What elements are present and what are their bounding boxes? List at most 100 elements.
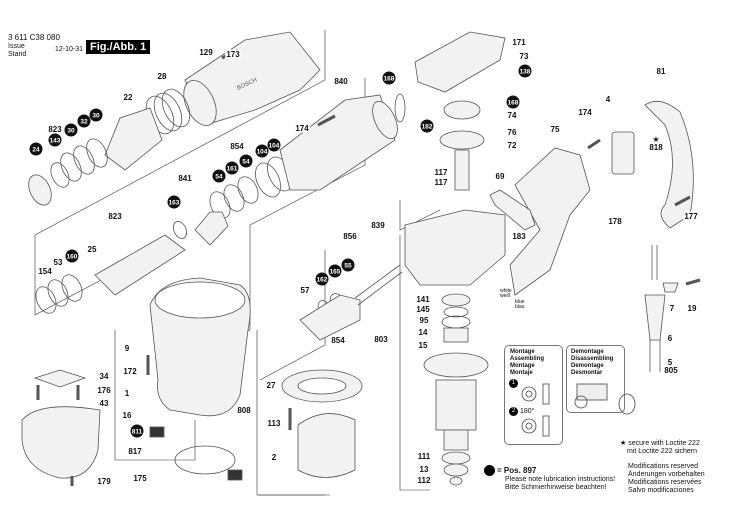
part-number-text: 182 [422, 123, 433, 130]
part-number-text: 171 [512, 38, 526, 47]
lubrication-marker [518, 64, 532, 78]
part-label-808: 808 [236, 405, 252, 415]
lubrication-marker [212, 169, 226, 183]
part-label-25: 25 [86, 244, 98, 254]
part-label-177: 177 [683, 211, 699, 221]
lubrication-marker [89, 108, 103, 122]
demontage-heading: Demontage Disassembling Demontage Desmon… [571, 349, 613, 377]
loctite-note: ★ secure with Loctite 222 mit Loctite 22… [620, 440, 700, 456]
wire-white-en: white [500, 288, 512, 294]
part-label-15: 15 [417, 340, 429, 350]
part-label-811: 811 [130, 424, 144, 438]
part-number-text: 856 [343, 232, 357, 241]
part-label-28: 28 [156, 71, 168, 81]
part-labels: 1731292822823143303230248401748541041045… [29, 37, 699, 486]
part-label-112: 112 [416, 475, 432, 485]
part-number-text: 817 [128, 447, 142, 456]
part-label-30: 30 [64, 123, 78, 137]
part-number-text: 34 [100, 372, 109, 381]
part-label-823: 823 [107, 211, 123, 221]
brush-holder-16 [174, 445, 236, 475]
power-cord [644, 245, 679, 372]
clip-69 [489, 189, 536, 231]
part-label-841: 841 [177, 173, 193, 183]
part-label-839: 839 [370, 220, 386, 230]
part-number-text: 811 [132, 428, 143, 435]
gear-housing-839 [404, 209, 506, 286]
motor-housing-1 [149, 277, 251, 417]
part-label-817: 817 [127, 446, 143, 456]
part-number-text: 111 [418, 452, 431, 461]
part-label-168: 168 [382, 71, 396, 85]
loctite-en: secure with Loctite 222 [628, 440, 700, 447]
lubrication-marker [167, 195, 181, 209]
part-label-54: 54 [212, 169, 226, 183]
part-number-text: 808 [237, 406, 251, 415]
part-number-text: 15 [419, 341, 428, 350]
part-label-805: 805 [663, 365, 679, 375]
part-number-text: 117 [435, 178, 448, 187]
part-number-text: 141 [416, 295, 430, 304]
star-icon: ★ [620, 440, 627, 447]
part-number-text: 113 [268, 419, 281, 428]
part-number-text: 175 [133, 474, 147, 483]
part-label-141: 141 [415, 294, 431, 304]
part-label-27: 27 [265, 380, 277, 390]
part-number-text: 69 [496, 172, 505, 181]
issue-label: Issue [8, 43, 25, 50]
lubrication-marker [130, 424, 144, 438]
part-number-text: 27 [267, 381, 276, 390]
wire-blue-en: blue [515, 299, 525, 305]
part-label-55: 55 [341, 258, 355, 272]
montage-line: Montage [510, 363, 535, 369]
part-number-text: 179 [97, 477, 111, 486]
lubrication-marker [255, 144, 269, 158]
part-label-43: 43 [98, 398, 110, 408]
lubrication-marker [341, 258, 355, 272]
part-label-117: 117 [433, 167, 449, 177]
part-label-53: 53 [52, 257, 64, 267]
part-number-text: 168 [508, 99, 519, 106]
piston-856 [299, 264, 403, 341]
part-number-text: 138 [520, 68, 531, 75]
lubrication-marker [239, 154, 253, 168]
lube-de: Bitte Schmierhinweise beachten! [505, 484, 607, 491]
lubrication-marker [328, 264, 342, 278]
star-icon: ★ [652, 135, 659, 144]
part-number-text: 174 [295, 124, 309, 133]
rings [35, 138, 347, 320]
part-label-854: 854 [229, 141, 245, 151]
part-number-text: 2 [272, 453, 277, 462]
tool-holder-129: BOSCH [183, 31, 321, 126]
part-number-text: 823 [108, 212, 122, 221]
field-2 [297, 413, 356, 478]
part-label-162: 162 [315, 272, 329, 286]
part-label-165: 165 [328, 264, 342, 278]
step-1-badge: 1 [509, 379, 518, 388]
part-number-text: 30 [92, 112, 100, 119]
montage-line: Montage [510, 349, 535, 355]
part-label-4: 4 [605, 94, 611, 104]
lubrication-marker [65, 249, 79, 263]
assembly-instructions-box: Montage Assembling Montage Montaje 1 2 1… [504, 345, 563, 445]
part-label-9: 9 [124, 343, 130, 353]
part-number-text: 75 [551, 125, 560, 134]
part-number-text: 176 [97, 386, 111, 395]
part-number-text: 13 [420, 465, 429, 474]
part-number-text: 178 [608, 217, 622, 226]
part-number-text: 57 [301, 286, 310, 295]
wire-white-de: weiß [500, 293, 511, 299]
part-label-168: 168 [506, 95, 520, 109]
part-label-160: 160 [65, 249, 79, 263]
part-number-text: 22 [124, 93, 133, 102]
striker-841 [194, 211, 229, 246]
part-label-111: 111 [416, 451, 432, 461]
part-number-text: 841 [178, 174, 192, 183]
part-number-text: 74 [508, 111, 517, 120]
part-label-113: 113 [266, 418, 282, 428]
part-number-text: 6 [668, 334, 673, 343]
part-label-172: 172 [122, 366, 138, 376]
end-cap-43 [21, 406, 101, 479]
part-number-text: 14 [419, 328, 428, 337]
